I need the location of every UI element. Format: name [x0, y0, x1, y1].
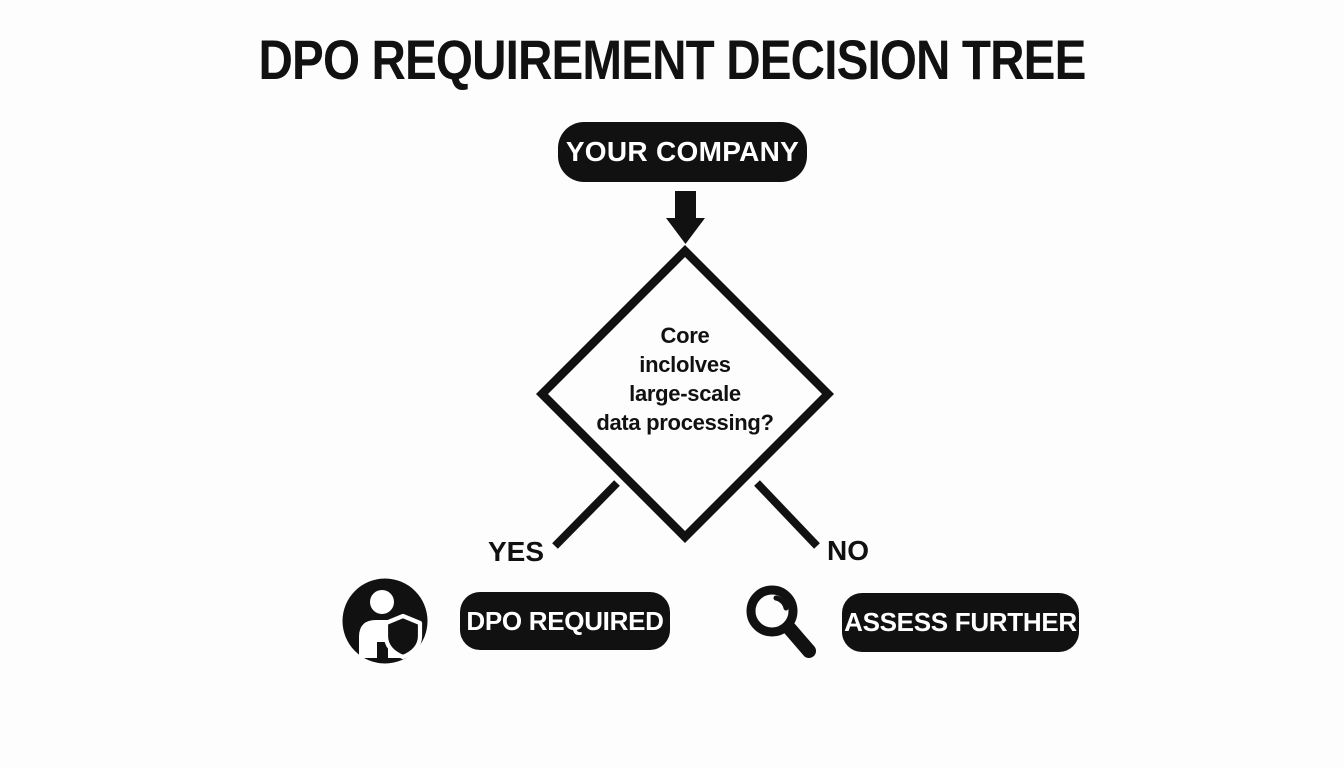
page-title: DPO REQUIREMENT DECISION TREE: [258, 28, 1087, 91]
yes-branch-line: [552, 480, 620, 549]
down-arrow-icon: [666, 191, 705, 244]
branch-label-yes: YES: [487, 536, 545, 567]
person-shield-icon: [342, 578, 428, 664]
magnifier-icon: [746, 585, 816, 658]
outcome-node-dpo-required: DPO REQUIRED: [460, 592, 670, 650]
decision-diamond-shape: [535, 244, 835, 544]
start-node-your-company: YOUR COMPANY: [558, 122, 807, 182]
outcome-node-assess-further: ASSESS FURTHER: [842, 593, 1079, 652]
branch-label-no: NO: [827, 535, 869, 566]
no-branch-line: [754, 480, 820, 549]
decision-question-text: Core inclolves large-scale data processi…: [596, 323, 774, 435]
